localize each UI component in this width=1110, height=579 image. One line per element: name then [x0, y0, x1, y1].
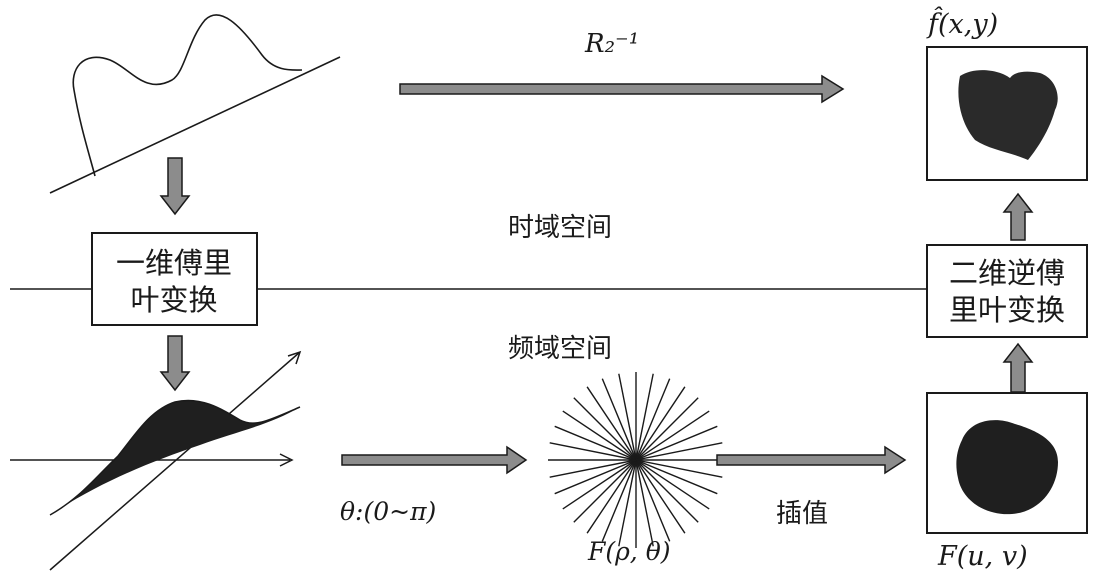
spectrum-slice-curve: [49, 399, 301, 516]
frequency-axis-horizontal-head: [279, 453, 294, 467]
radial-sampling-star: [548, 372, 724, 548]
theta-sweep-arrow: [341, 445, 528, 475]
polar-samples-label: F(ρ, θ): [587, 537, 671, 566]
inverse-radon-arrow: [399, 74, 845, 104]
box-1d-fourier-line1: 一维傅里: [116, 246, 232, 280]
frequency-slice: [10, 350, 302, 571]
spectrum-shape: [956, 420, 1058, 515]
frequency-domain-label: 频域空间: [508, 334, 612, 364]
box-1d-fourier-line2: 叶变换: [130, 283, 217, 317]
interpolation-label: 插值: [776, 499, 828, 529]
projection-curve: [72, 14, 303, 177]
frequency-axis-slanted-head: [287, 350, 302, 365]
projection-profile: [49, 14, 341, 194]
time-domain-label: 时域空间: [508, 213, 612, 243]
up-arrow-2: [1002, 192, 1034, 241]
box-1d-fourier: [91, 232, 258, 326]
projection-baseline: [49, 56, 341, 194]
result-label: f̂(x,y): [926, 6, 998, 40]
inverse-radon-label: R₂⁻¹: [584, 29, 639, 59]
box-2d-inverse-fourier-line1: 二维逆傅: [949, 256, 1065, 290]
radial-sample-line: [549, 442, 723, 478]
down-arrow-2: [159, 335, 191, 392]
reconstructed-shape: [958, 70, 1058, 160]
frequency-axis-slanted: [49, 351, 301, 571]
box-2d-inverse-fourier-line2: 里叶变换: [949, 293, 1065, 327]
down-arrow-1: [159, 157, 191, 216]
up-arrow-1: [1002, 342, 1034, 393]
spectrum-slice-shape: [50, 400, 300, 515]
interpolation-arrow: [716, 445, 907, 475]
box-2d-inverse-fourier: [926, 244, 1088, 338]
theta-range-label: θ:(0~π): [340, 497, 436, 526]
spectrum-label: F(u, v): [937, 541, 1028, 572]
